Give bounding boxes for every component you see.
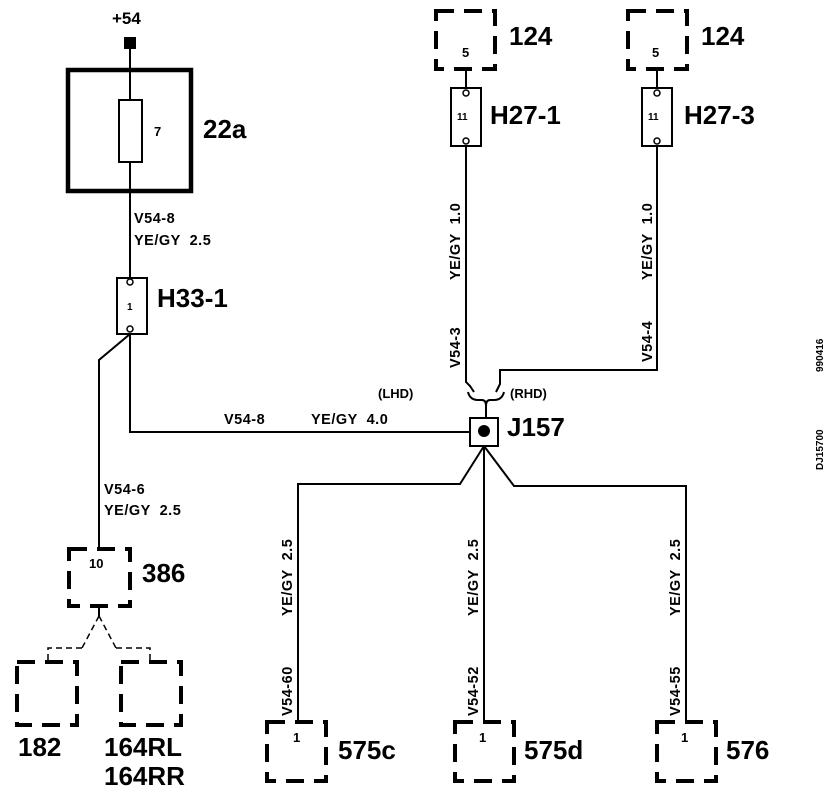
fuse-label: 22a xyxy=(203,114,247,144)
connector-h27-3-label: H27-3 xyxy=(684,100,755,130)
connector-h33-1 xyxy=(116,277,148,335)
fuse-pin: 7 xyxy=(154,124,161,139)
wire-v54-52-spec: YE/GY 2.5 xyxy=(466,539,482,616)
wire-to-164 xyxy=(116,647,151,662)
connector-h27-3-pin-top xyxy=(653,89,661,97)
module-386-label: 386 xyxy=(142,558,185,588)
wire-h33-to-386 xyxy=(98,333,131,549)
module-575c xyxy=(265,720,328,783)
wire-v54-8b-spec: YE/GY 4.0 xyxy=(311,412,388,428)
module-576 xyxy=(655,720,718,783)
supply-terminal xyxy=(124,37,136,49)
connector-h33-1-label: H33-1 xyxy=(157,283,228,313)
module-164 xyxy=(119,660,183,727)
drawing-id-1: DJ15700 xyxy=(815,429,826,470)
lhd-rhd-brace xyxy=(467,391,505,407)
splice-j157-label: J157 xyxy=(507,412,565,442)
module-164rl-label: 164RL xyxy=(104,732,182,762)
lhd-label: (LHD) xyxy=(378,386,413,401)
module-124-a xyxy=(434,9,497,71)
wire-v54-3-code: V54-3 xyxy=(448,327,464,368)
module-182-label: 182 xyxy=(18,732,61,762)
wire-h33-to-j157 xyxy=(129,334,470,433)
wire-j157-to-575c xyxy=(297,445,485,722)
wire-v54-4-code: V54-4 xyxy=(640,321,656,362)
wire-v54-8b-code: V54-8 xyxy=(224,412,265,428)
wire-v54-8-code: V54-8 xyxy=(134,211,175,227)
module-575d xyxy=(453,720,516,783)
wire-386-branch-left xyxy=(81,615,100,649)
wire-h27-3-to-j157 xyxy=(495,146,658,393)
module-124-a-pin: 5 xyxy=(462,45,469,60)
connector-h33-1-pin-bottom xyxy=(126,325,134,333)
connector-h27-1-pin: 11 xyxy=(457,112,468,123)
wire-v54-55-code: V54-55 xyxy=(668,666,684,716)
connector-h27-1 xyxy=(450,87,482,147)
module-182 xyxy=(15,660,79,727)
connector-h27-1-pin-top xyxy=(462,89,470,97)
wire-v54-55-spec: YE/GY 2.5 xyxy=(668,539,684,616)
module-576-label: 576 xyxy=(726,735,769,765)
wire-v54-60-spec: YE/GY 2.5 xyxy=(280,539,296,616)
module-164rr-label: 164RR xyxy=(104,761,185,791)
connector-h27-1-label: H27-1 xyxy=(490,100,561,130)
wire-v54-52-code: V54-52 xyxy=(466,666,482,716)
module-575d-label: 575d xyxy=(524,735,583,765)
wire-to-182 xyxy=(47,647,82,662)
wire-v54-6-code: V54-6 xyxy=(104,482,145,498)
wire-386-branch-right xyxy=(98,615,117,649)
wire-v54-8-spec: YE/GY 2.5 xyxy=(134,233,211,249)
module-575d-pin: 1 xyxy=(479,730,486,745)
connector-h33-1-pin-top xyxy=(126,278,134,286)
module-124-b xyxy=(626,9,689,71)
wire-h27-1-to-j157 xyxy=(465,146,475,393)
wire-v54-60-code: V54-60 xyxy=(280,666,296,716)
wire-j157-to-576 xyxy=(483,445,687,722)
module-576-pin: 1 xyxy=(681,730,688,745)
module-124-b-pin: 5 xyxy=(652,45,659,60)
module-124-b-label: 124 xyxy=(701,21,745,51)
fuse-element xyxy=(118,99,143,163)
drawing-id-2: 990416 xyxy=(815,338,826,372)
module-124-a-label: 124 xyxy=(509,21,553,51)
module-386-pin: 10 xyxy=(89,556,103,571)
connector-h27-1-pin-bottom xyxy=(462,137,470,145)
module-575c-label: 575c xyxy=(338,735,396,765)
connector-h27-3 xyxy=(641,87,673,147)
supply-label: +54 xyxy=(112,9,141,28)
connector-h27-3-pin: 11 xyxy=(648,112,659,123)
module-575c-pin: 1 xyxy=(293,730,300,745)
wire-v54-3-spec: YE/GY 1.0 xyxy=(448,203,464,280)
rhd-label: (RHD) xyxy=(510,386,547,401)
wire-v54-4-spec: YE/GY 1.0 xyxy=(640,203,656,280)
connector-h33-1-pin: 1 xyxy=(127,302,133,313)
wire-v54-6-spec: YE/GY 2.5 xyxy=(104,503,181,519)
splice-j157-node xyxy=(478,425,490,437)
connector-h27-3-pin-bottom xyxy=(653,137,661,145)
fuse-box-22a xyxy=(65,67,194,194)
